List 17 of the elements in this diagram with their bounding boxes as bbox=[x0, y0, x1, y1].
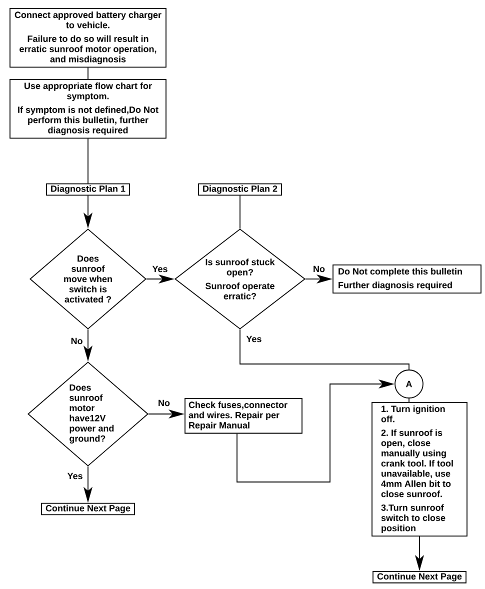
plan-label-box: Diagnostic Plan 2 bbox=[198, 183, 282, 196]
edge-label: No bbox=[312, 264, 326, 274]
edge-label: No bbox=[157, 398, 171, 408]
connector-line bbox=[240, 329, 410, 370]
result-box: Do Not complete this bulletin Further diagnosis required bbox=[332, 264, 482, 294]
step-box: 1. Turn ignition off. 2. If sunroof is open, close manually using crank tool. If tool unavailable, use 4mm Allen bit to close sunroof. 3.Turn sunroof switch to close position bbox=[372, 402, 468, 536]
continue-box: Continue Next Page bbox=[41, 502, 135, 516]
edge-label: Yes bbox=[66, 472, 84, 480]
instruction-box: Use appropriate flow chart for symptom. If symptom is not defined,Do Not perform this bulletin, further diagnosis required bbox=[10, 79, 166, 139]
edge-label: Yes bbox=[245, 334, 263, 344]
edge-label: Yes bbox=[151, 264, 169, 274]
connector-line bbox=[408, 398, 410, 402]
continue-box: Continue Next Page bbox=[372, 571, 466, 584]
edge-label: No bbox=[70, 336, 84, 346]
plan-label-box: Diagnostic Plan 1 bbox=[46, 183, 130, 196]
instruction-box: Connect approved battery charger to vehicle. Failure to do so will result in erratic sunroof motor operation, and misdiagnosis bbox=[10, 8, 166, 68]
process-box: Check fuses,connector and wires. Repair per Repair Manual bbox=[184, 398, 302, 434]
